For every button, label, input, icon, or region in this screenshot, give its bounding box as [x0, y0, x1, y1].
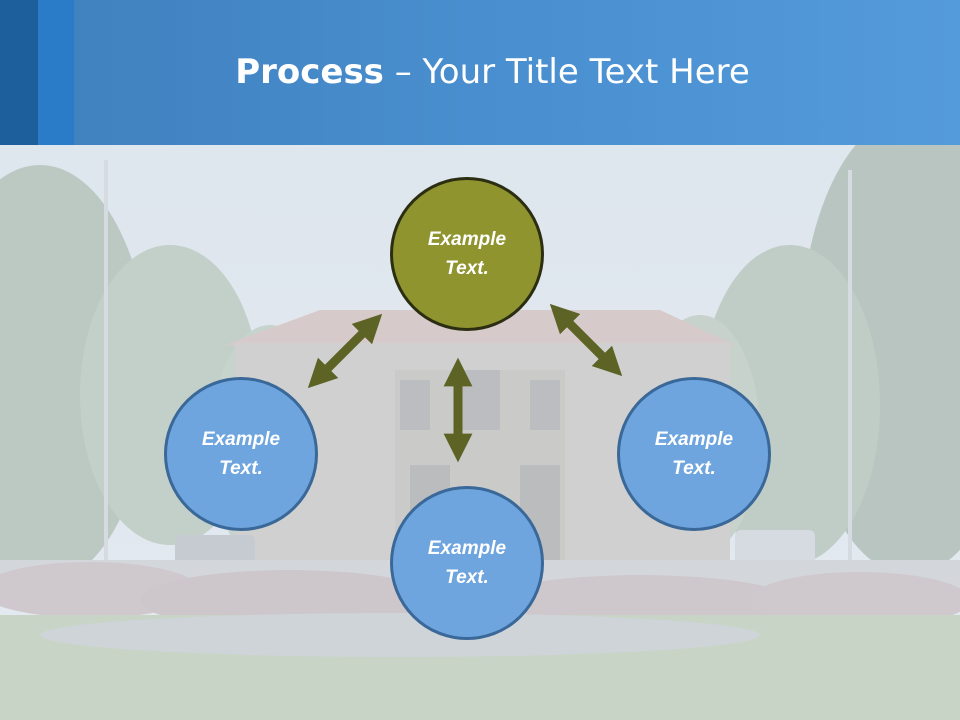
- accent-stripe-light: [38, 0, 74, 145]
- title-bold: Process: [235, 52, 384, 92]
- center-node[interactable]: Example Text.: [390, 177, 544, 331]
- left-node[interactable]: Example Text.: [164, 377, 318, 531]
- right-node-label: Example Text.: [654, 429, 734, 479]
- accent-stripe-dark: [0, 0, 38, 145]
- arrow-center-left: [307, 313, 383, 389]
- arrow-center-right: [549, 303, 623, 377]
- left-node-label: Example Text.: [201, 429, 281, 479]
- slide-title[interactable]: Process – Your Title Text Here: [0, 52, 960, 92]
- right-node[interactable]: Example Text.: [617, 377, 771, 531]
- bottom-node[interactable]: Example Text.: [390, 486, 544, 640]
- title-rest: – Your Title Text Here: [383, 52, 750, 92]
- title-bar: Process – Your Title Text Here: [0, 0, 960, 145]
- bottom-node-label: Example Text.: [427, 538, 507, 588]
- center-node-label: Example Text.: [427, 229, 507, 279]
